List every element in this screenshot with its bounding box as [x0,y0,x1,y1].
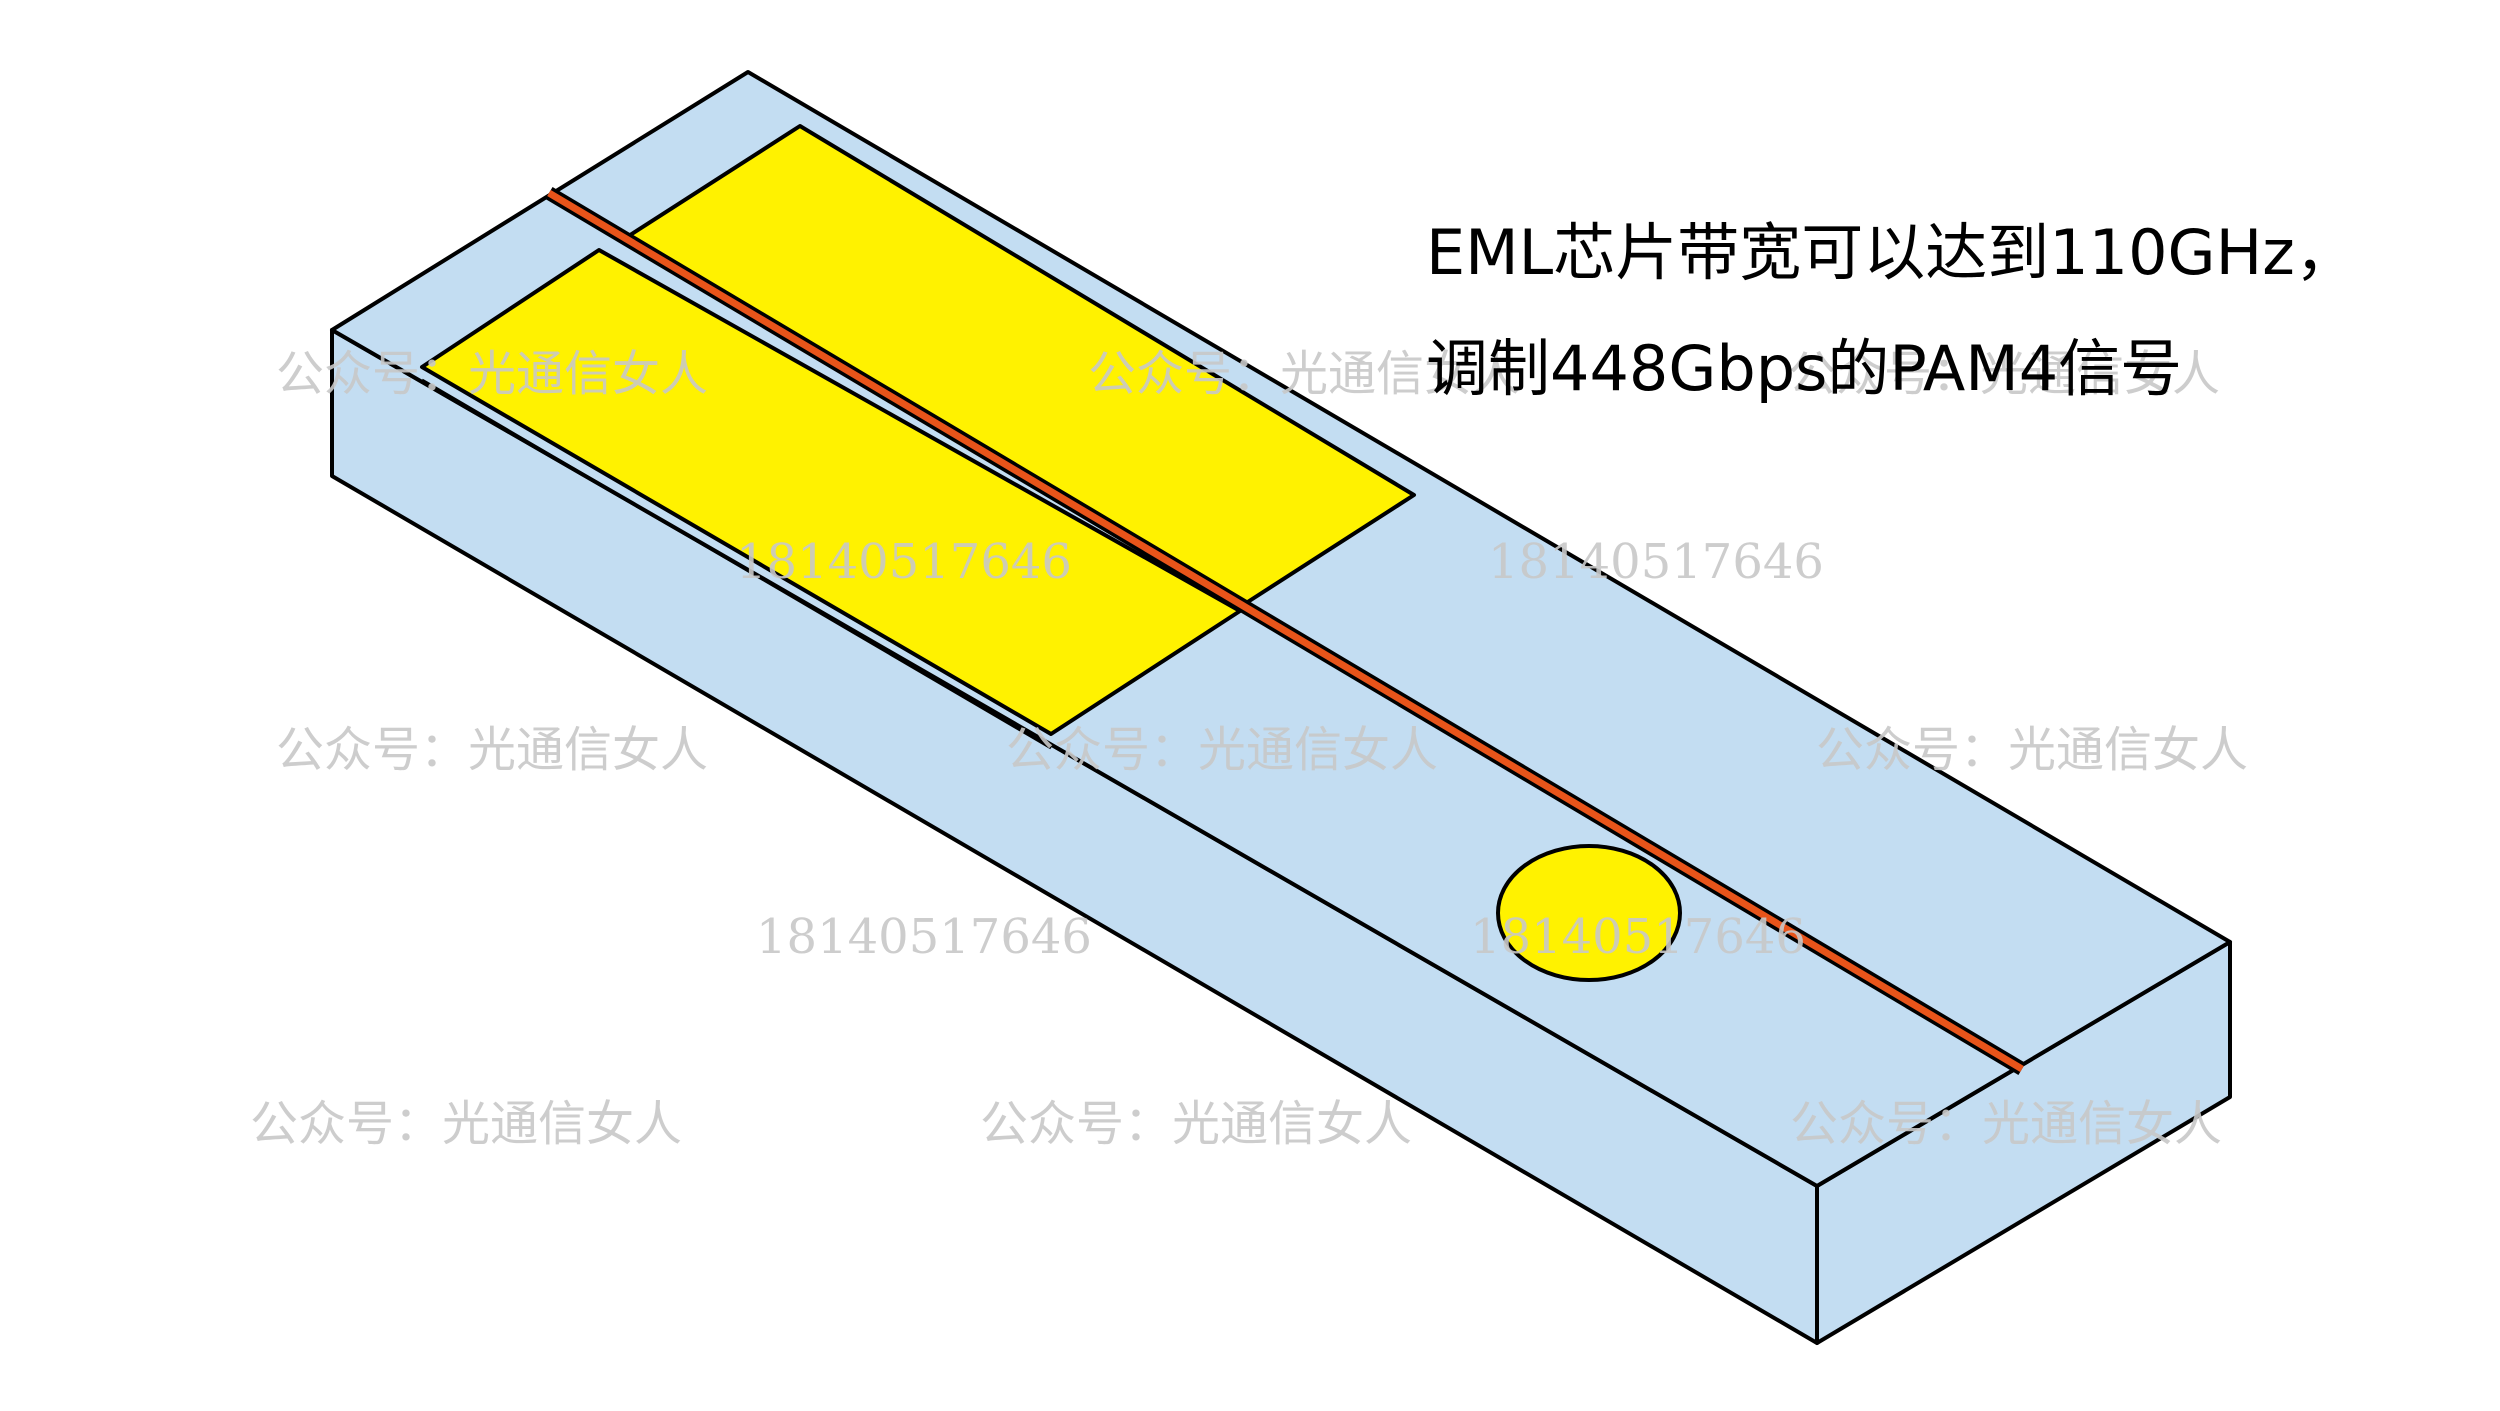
watermark-account: 公众号：光通信女人 [276,346,709,402]
watermark-phone: 18140517646 [756,909,1092,965]
watermark-phone: 18140517646 [1488,534,1824,590]
watermark-account: 公众号：光通信女人 [980,1096,1413,1152]
watermark-account: 公众号：光通信女人 [276,722,709,778]
watermark-account: 公众号：光通信女人 [1006,722,1439,778]
watermark-account: 公众号：光通信女人 [1088,346,1521,402]
watermark-account: 公众号：光通信女人 [1788,346,2221,402]
circular-bond-pad [1496,844,1682,982]
caption-line-2: 调制448Gbps的PAM4信号 [1426,332,2183,405]
lower-pad-edge-line [421,378,1052,750]
watermark-account: 公众号：光通信女人 [1790,1096,2223,1152]
watermark-phone: 18140517646 [1470,909,1806,965]
watermark-account: 公众号：光通信女人 [250,1096,683,1152]
caption-line-1: EML芯片带宽可以达到110GHz， [1426,216,2357,289]
watermark-phone: 18140517646 [736,534,1072,590]
waveguide-stripe [547,189,2024,1073]
watermark-account: 公众号：光通信女人 [1816,722,2249,778]
